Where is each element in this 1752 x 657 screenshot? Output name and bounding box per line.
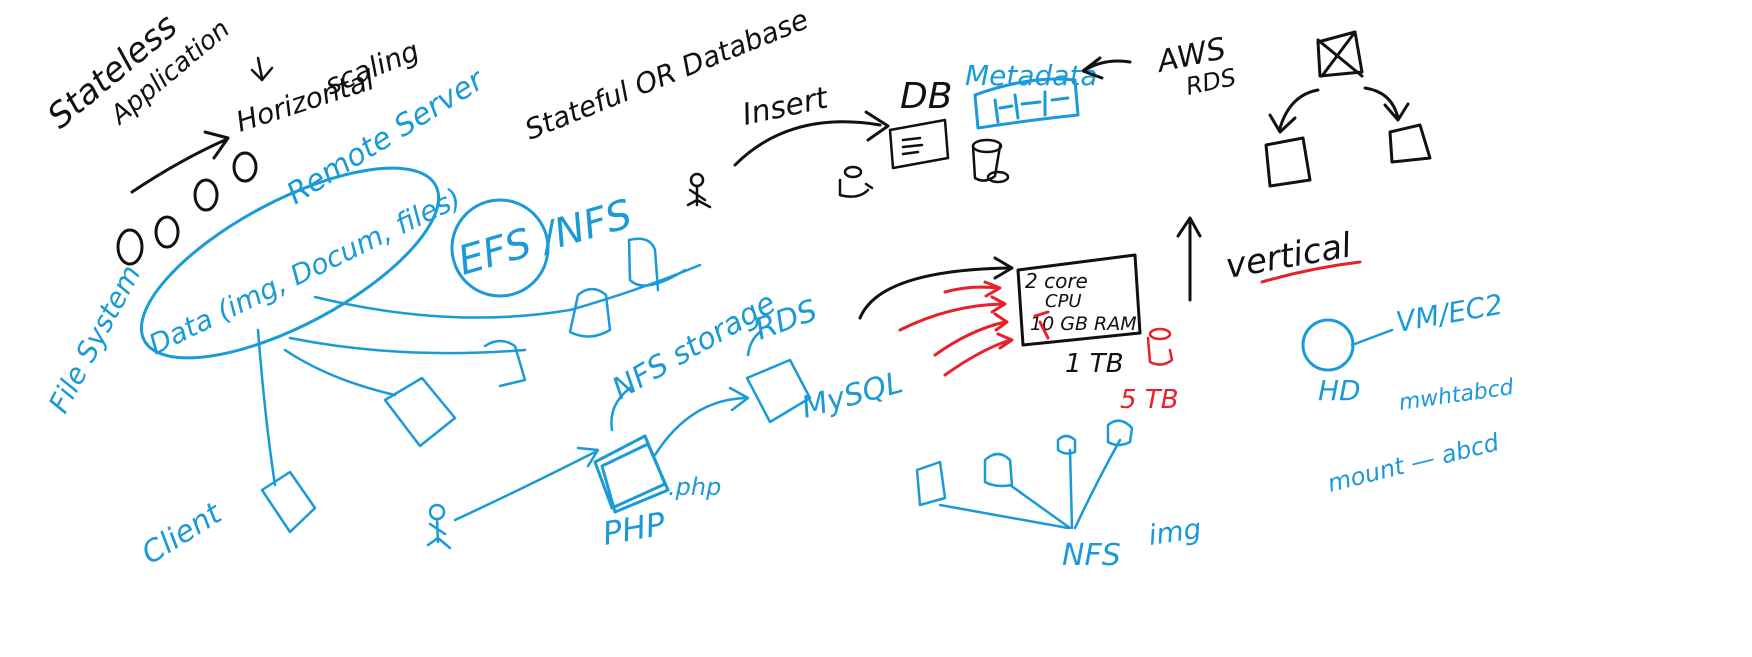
db-cylinder-right <box>971 138 1010 184</box>
label-db: DB <box>900 76 952 117</box>
replica-arrow-left <box>1268 88 1320 134</box>
label-file-system: File System <box>42 260 147 419</box>
storage-box <box>983 452 1014 488</box>
label-nfs-storage: NFS storage <box>607 285 782 406</box>
storage-box <box>915 460 947 507</box>
label-mwhtabcd: mwhtabcd <box>1397 375 1516 416</box>
cpu-box <box>1016 253 1142 347</box>
label-five-tb: 5 TB <box>1120 385 1179 415</box>
php-to-nfs-line <box>610 386 632 432</box>
label-data-list: Data (img, Docum, files) <box>144 181 467 361</box>
user-to-php-arrow <box>453 446 600 522</box>
php-server-box <box>593 434 670 514</box>
down-arrow-to-horizontal <box>250 56 274 82</box>
storage-box <box>1056 434 1077 455</box>
rds-tick <box>746 330 762 357</box>
aws-rds-arrow <box>1081 56 1132 80</box>
instance-circles <box>116 151 258 266</box>
vertical-underline <box>1260 260 1362 284</box>
instance-circle <box>193 178 219 212</box>
label-client: Client <box>136 495 229 571</box>
replica-db-right <box>1388 123 1432 164</box>
label-vertical: vertical <box>1223 225 1355 287</box>
insert-arrow <box>733 110 890 167</box>
efs-circle <box>450 198 550 298</box>
storage-box <box>568 287 612 338</box>
user-icon-bottom <box>426 503 452 550</box>
storage-box <box>1106 419 1134 447</box>
label-cpu-line2: CPU <box>1045 291 1082 312</box>
storage-box <box>383 376 457 448</box>
data-ellipse <box>139 166 441 360</box>
label-mysql: MySQL <box>798 365 907 425</box>
label-dot-php: .php <box>668 473 721 501</box>
instance-circle <box>154 215 180 249</box>
instance-circle <box>116 228 144 266</box>
cpu-box-red-strike <box>1033 310 1050 340</box>
arrow-to-cpu-box <box>858 256 1014 320</box>
storage-boxes-left <box>260 237 687 534</box>
label-nfs-bottom: NFS <box>1062 538 1121 573</box>
metadata-table <box>973 77 1080 130</box>
replica-arrow-right <box>1363 86 1410 122</box>
vm-connector <box>1350 328 1394 347</box>
nfs-fanout-lines <box>938 438 1122 530</box>
primary-db-crossed <box>1316 30 1364 78</box>
instance-circle <box>232 151 258 183</box>
vm-circle <box>1301 318 1355 372</box>
label-cpu-line3: 10 GB RAM <box>1030 313 1137 335</box>
label-cpu-line1: 2 core <box>1025 269 1088 293</box>
label-mount-abcd: mount — abcd <box>1325 428 1503 498</box>
storage-box <box>483 339 527 388</box>
nfs-storage-boxes <box>915 419 1134 507</box>
label-hd: HD <box>1318 374 1361 407</box>
label-metadata: Metadata <box>965 59 1098 92</box>
db-document-box <box>888 118 950 170</box>
storage-box <box>627 237 687 292</box>
label-one-tb: 1 TB <box>1065 349 1124 379</box>
php-to-mysql-arrow <box>653 386 750 457</box>
up-arrow-vertical <box>1176 216 1202 302</box>
replica-db-left <box>1264 136 1312 188</box>
red-load-arrows <box>898 280 1014 377</box>
label-img: img <box>1146 512 1203 552</box>
user-icon-top <box>686 172 712 209</box>
connector-lines-left <box>256 263 702 487</box>
label-php: PHP <box>600 504 669 552</box>
db-cylinder-left <box>838 165 874 198</box>
horizontal-scaling-arrow <box>130 130 230 194</box>
mysql-box <box>745 358 812 424</box>
red-disk-icon <box>1146 327 1174 366</box>
storage-box <box>260 470 317 534</box>
label-vm-ec2: VM/EC2 <box>1393 288 1505 339</box>
